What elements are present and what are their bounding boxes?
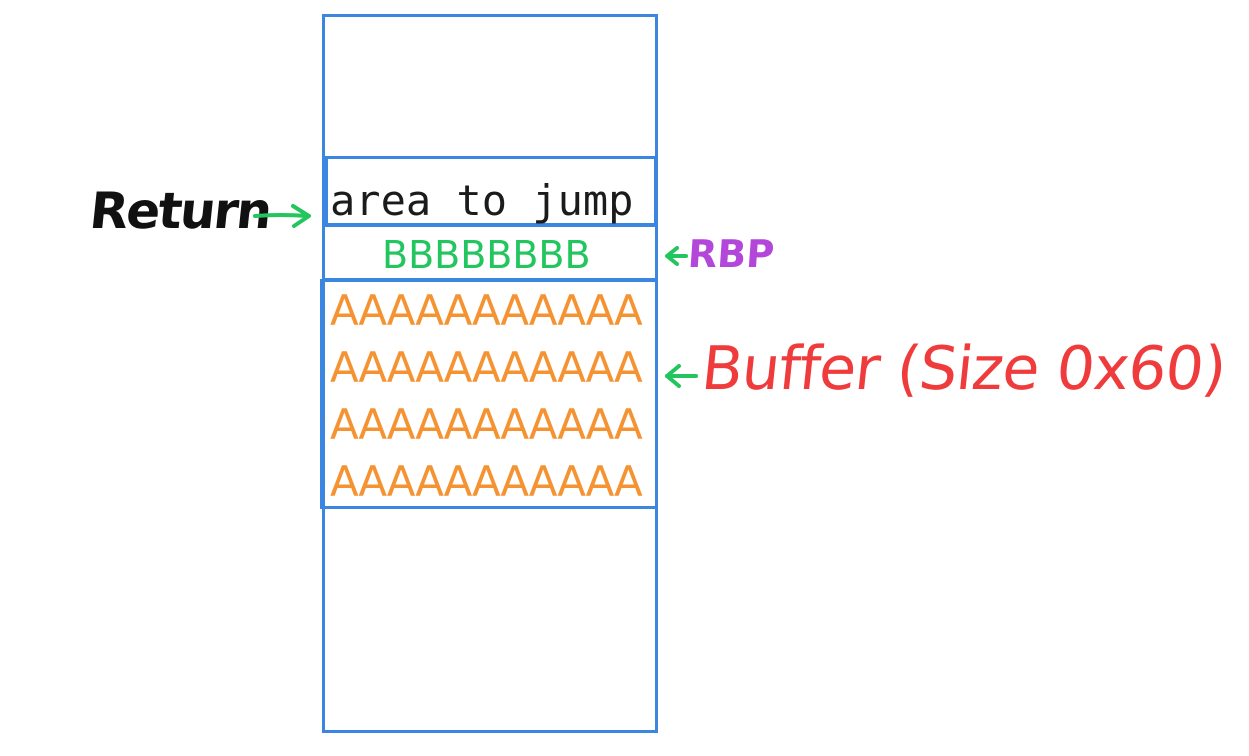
buffer-line: AAAAAAAAAAA [330,457,643,506]
buffer-line: AAAAAAAAAAA [330,343,643,392]
buffer-contents: AAAAAAAAAAA AAAAAAAAAAA AAAAAAAAAAA AAAA… [330,282,656,510]
return-cell-text: area to jump [330,176,634,225]
rbp-cell-text: BBBBBBBB [382,233,591,277]
buffer-line: AAAAAAAAAAA [330,286,643,335]
rbp-label: RBP [686,232,776,276]
return-label: Return [86,182,274,240]
rbp-arrow [665,246,688,266]
buffer-cell [320,279,658,509]
buffer-line: AAAAAAAAAAA [330,400,643,449]
buffer-label: Buffer (Size 0x60) [698,334,1229,404]
buffer-arrow [665,364,698,388]
